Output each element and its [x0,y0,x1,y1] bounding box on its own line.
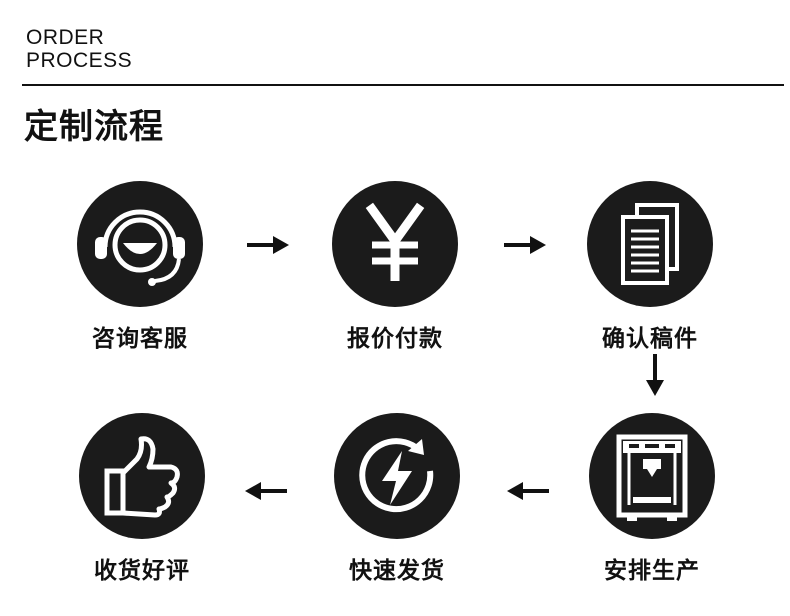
lightning-icon [359,438,434,513]
step-quote-payment: 报价付款 [315,181,475,361]
header-english: ORDER PROCESS [26,26,132,72]
step-consult-circle [77,181,203,307]
step-label: 快速发货 [349,558,445,584]
header-en-line1: ORDER [26,26,105,49]
documents-icon [621,203,679,285]
header-en-line2: PROCESS [26,49,133,72]
yuan-icon [365,202,425,281]
thumbs-up-icon [104,436,180,518]
page-title: 定制流程 [24,107,164,147]
step-production: 安排生产 [572,413,732,593]
headset-smile-icon [95,209,185,286]
arrow-left-icon [245,482,287,500]
arrow-right-icon [247,236,289,254]
step-confirm-draft: 确认稿件 [570,181,730,361]
step-label: 收货好评 [94,558,190,584]
arrow-left-icon [507,482,549,500]
step-quote-circle [332,181,458,307]
step-consult: 咨询客服 [60,181,220,361]
arrow-right-icon [504,236,546,254]
arrow-down-icon [646,354,664,396]
step-label: 确认稿件 [602,326,698,352]
3d-printer-icon [616,434,688,521]
step-label: 安排生产 [604,558,700,584]
header-divider [22,84,784,86]
step-label: 报价付款 [347,326,443,352]
step-confirm-circle [587,181,713,307]
step-production-circle [589,413,715,539]
step-shipping: 快速发货 [317,413,477,593]
step-shipping-circle [334,413,460,539]
step-label: 咨询客服 [92,326,188,352]
step-review: 收货好评 [62,413,222,593]
step-review-circle [79,413,205,539]
